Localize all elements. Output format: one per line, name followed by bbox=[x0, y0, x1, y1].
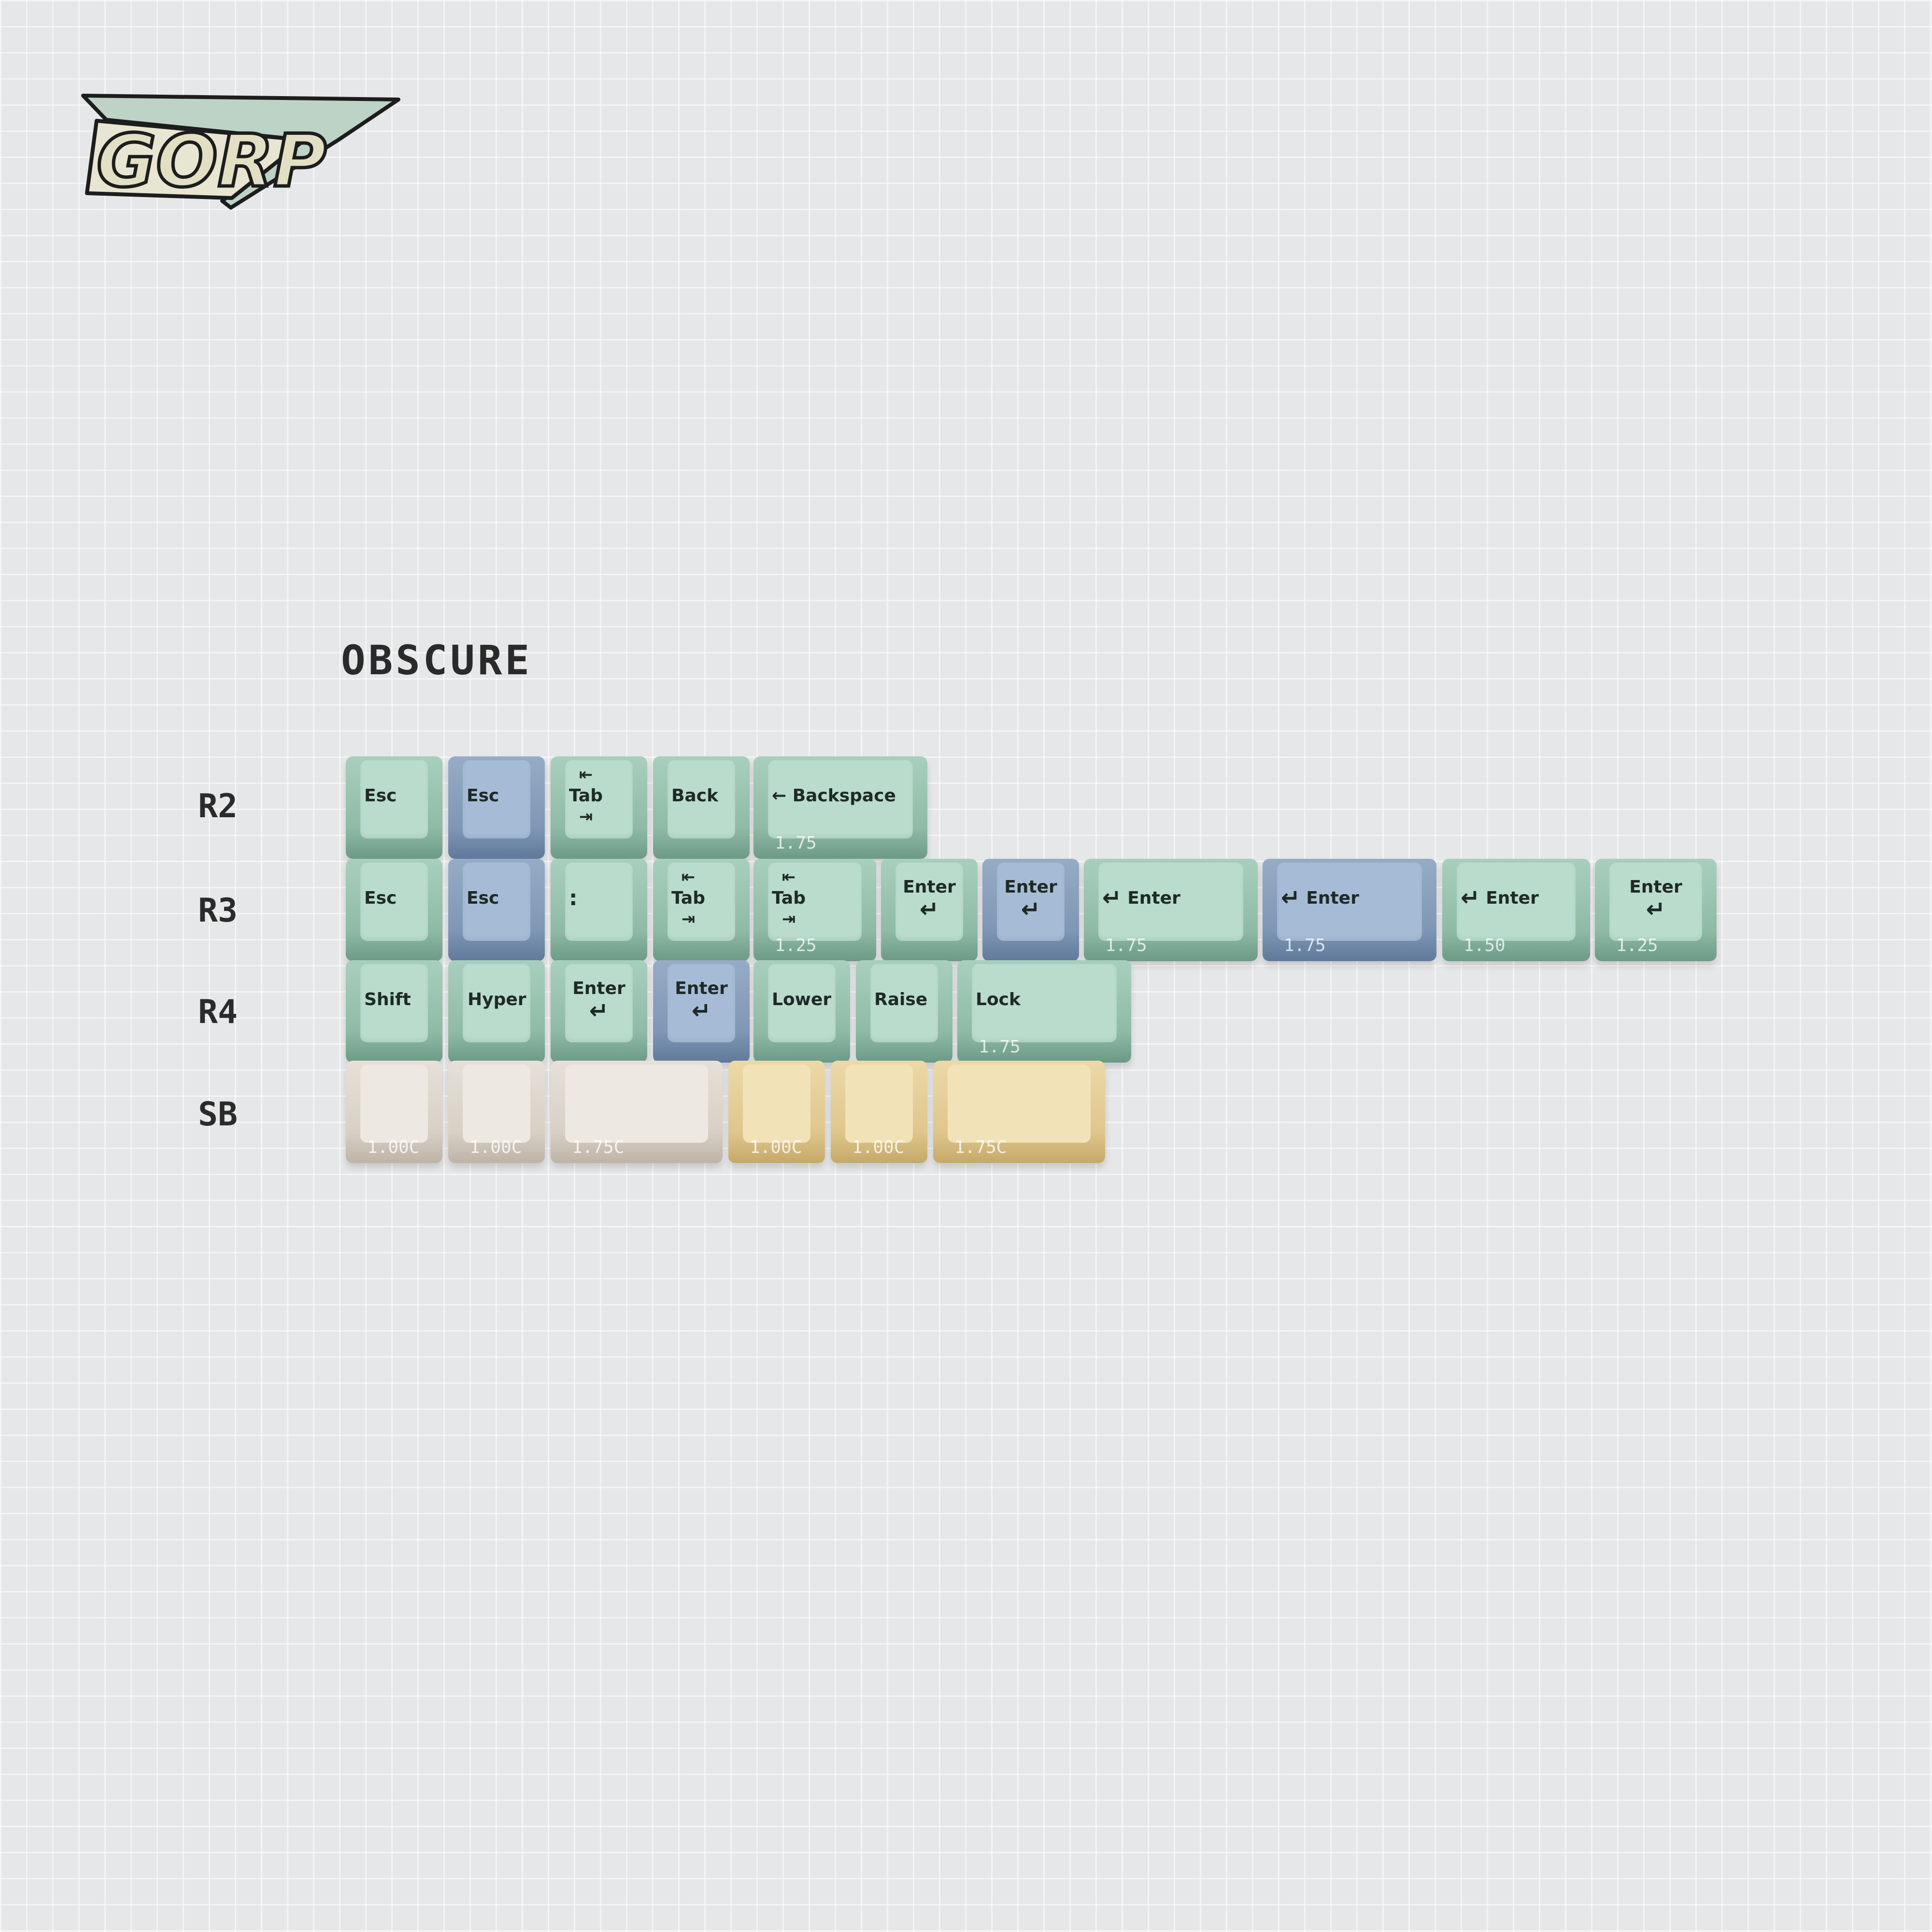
keycap: ↵ Enter 1.75 bbox=[1084, 859, 1258, 961]
keycap: 1.00C bbox=[831, 1061, 927, 1163]
keycap: 1.75C bbox=[933, 1061, 1105, 1163]
keycap-legend: Esc bbox=[364, 888, 397, 908]
keycap-size: 1.75 bbox=[1105, 936, 1147, 955]
keycap-legend: Shift bbox=[364, 989, 411, 1009]
tab-right-icon: ⇥ bbox=[781, 909, 796, 929]
keycap-legend: Enter bbox=[1004, 877, 1057, 897]
keycap: 1.00C bbox=[346, 1061, 442, 1163]
row-label-sb: SB bbox=[198, 1095, 238, 1134]
row-label-r4: R4 bbox=[198, 993, 238, 1031]
keycap-legend: Tab bbox=[772, 888, 806, 908]
keycap: ⇤ Tab ⇥ bbox=[551, 756, 647, 859]
keycap-legend: Esc bbox=[467, 785, 499, 806]
keycap-legend: Lock bbox=[976, 989, 1021, 1009]
keycap: Esc bbox=[346, 756, 442, 859]
return-icon: ↵ bbox=[691, 997, 711, 1024]
keycap-size: 1.75 bbox=[1284, 936, 1326, 955]
keycap: Lock 1.75 bbox=[957, 960, 1131, 1063]
tab-left-icon: ⇤ bbox=[681, 867, 696, 887]
keycap-legend: Esc bbox=[364, 785, 397, 806]
keycap: Enter ↵ bbox=[653, 960, 750, 1063]
keycap-size: 1.25 bbox=[775, 936, 817, 955]
keycap: Enter ↵ bbox=[982, 859, 1079, 961]
keycap-legend: Raise bbox=[874, 989, 928, 1009]
keycap-legend: Enter bbox=[675, 978, 728, 998]
return-icon: ↵ bbox=[1461, 884, 1480, 911]
keycap-size: 1.00C bbox=[750, 1137, 802, 1157]
keycap: Enter ↵ bbox=[881, 859, 978, 961]
keycap-legend: Tab bbox=[569, 785, 603, 806]
keycap: Raise bbox=[856, 960, 952, 1063]
return-icon: ↵ bbox=[1281, 884, 1301, 911]
keycap-size: 1.75 bbox=[775, 833, 817, 853]
section-title: OBSCURE bbox=[341, 637, 533, 684]
keycap: ⇤ Tab ⇥ bbox=[653, 859, 750, 961]
return-icon: ↵ bbox=[1102, 884, 1122, 911]
keycap-legend: Enter bbox=[903, 877, 956, 897]
keycap: Back bbox=[653, 756, 750, 859]
logo-text: GORP bbox=[97, 119, 327, 203]
keycap-size: 1.00C bbox=[852, 1137, 905, 1157]
keycap: Esc bbox=[346, 859, 442, 961]
keycap: 1.00C bbox=[448, 1061, 545, 1163]
keycap: 1.75C bbox=[551, 1061, 723, 1163]
tab-right-icon: ⇥ bbox=[681, 909, 696, 929]
return-icon: ↵ bbox=[1646, 895, 1666, 923]
keycap: Enter ↵ 1.25 bbox=[1595, 859, 1717, 961]
gorp-logo: GORP bbox=[77, 87, 411, 213]
keycap: Esc bbox=[448, 756, 545, 859]
keycap: ⇤ Tab ⇥ 1.25 bbox=[753, 859, 876, 961]
keycap: ↵ Enter 1.75 bbox=[1263, 859, 1436, 961]
keycap-legend: Lower bbox=[772, 989, 832, 1009]
keycap-legend: Enter bbox=[1486, 888, 1539, 908]
keycap-size: 1.75C bbox=[954, 1137, 1007, 1157]
keycap-legend: Enter bbox=[1127, 888, 1180, 908]
keycap: Lower bbox=[753, 960, 850, 1063]
keycap-legend: Enter bbox=[1306, 888, 1359, 908]
keycap-legend: : bbox=[569, 885, 578, 910]
keycap-legend: Hyper bbox=[468, 989, 526, 1009]
keycap: : bbox=[551, 859, 647, 961]
tab-left-icon: ⇤ bbox=[781, 867, 796, 887]
keycap-legend: Back bbox=[671, 785, 719, 806]
return-icon: ↵ bbox=[1021, 895, 1041, 923]
keycap: ← Backspace 1.75 bbox=[753, 756, 927, 859]
keycap-size: 1.25 bbox=[1616, 936, 1658, 955]
tab-right-icon: ⇥ bbox=[579, 807, 593, 826]
keycap-legend: ← Backspace bbox=[772, 785, 896, 806]
keycap-legend: Esc bbox=[467, 888, 499, 908]
keycap: Hyper bbox=[448, 960, 545, 1063]
keycap-size: 1.75C bbox=[572, 1137, 625, 1157]
keycap: ↵ Enter 1.50 bbox=[1442, 859, 1590, 961]
keycap: 1.00C bbox=[728, 1061, 825, 1163]
keycap: Enter ↵ bbox=[551, 960, 647, 1063]
keycap-legend: Tab bbox=[671, 888, 705, 908]
keycap-legend: Enter bbox=[572, 978, 625, 998]
keycap-legend: Enter bbox=[1629, 877, 1682, 897]
keycap: Esc bbox=[448, 859, 545, 961]
return-icon: ↵ bbox=[589, 997, 609, 1024]
row-label-r2: R2 bbox=[198, 787, 238, 825]
tab-left-icon: ⇤ bbox=[579, 765, 593, 784]
keycap-size: 1.50 bbox=[1463, 936, 1506, 955]
gorp-logo-mark: GORP bbox=[81, 94, 400, 210]
return-icon: ↵ bbox=[919, 895, 939, 923]
keycap-size: 1.75 bbox=[979, 1037, 1021, 1057]
keycap: Shift bbox=[346, 960, 442, 1063]
keycap-size: 1.00C bbox=[367, 1137, 420, 1157]
row-label-r3: R3 bbox=[198, 892, 238, 930]
keycap-size: 1.00C bbox=[469, 1137, 522, 1157]
